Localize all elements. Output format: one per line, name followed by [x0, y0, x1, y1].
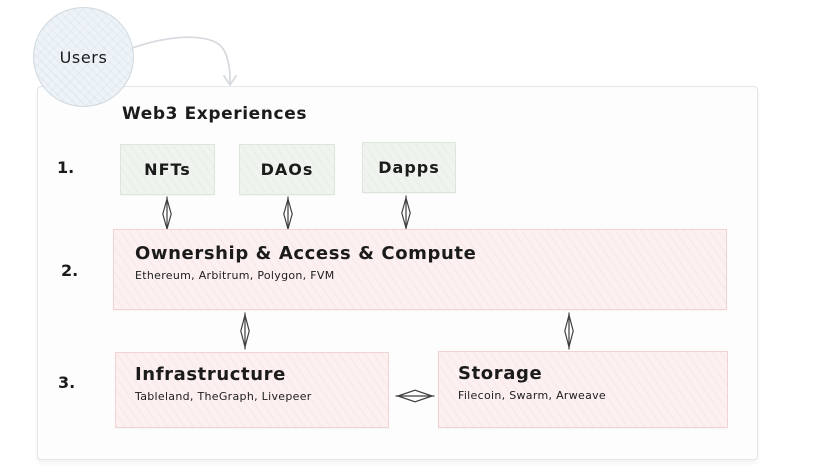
double-arrow-horizontal-icon — [395, 389, 435, 403]
panel-title: Web3 Experiences — [122, 104, 308, 124]
box-storage-title: Storage — [458, 363, 543, 384]
double-arrow-vertical-icon — [283, 196, 293, 232]
box-ownership-subtitle: Ethereum, Arbitrum, Polygon, FVM — [135, 269, 335, 282]
box-nfts-label: NFTs — [144, 160, 191, 179]
box-ownership-title: Ownership & Access & Compute — [135, 243, 477, 264]
box-dapps: Dapps — [362, 142, 456, 193]
box-daos-label: DAOs — [260, 160, 314, 179]
double-arrow-vertical-icon — [401, 195, 411, 231]
row-number-1: 1. — [57, 158, 75, 177]
box-infrastructure-subtitle: Tableland, TheGraph, Livepeer — [135, 390, 312, 403]
double-arrow-vertical-icon — [564, 312, 574, 350]
box-ownership-access-compute: Ownership & Access & Compute Ethereum, A… — [113, 229, 727, 310]
box-nfts: NFTs — [120, 144, 215, 195]
users-node: Users — [33, 7, 134, 107]
row-number-2: 2. — [61, 261, 79, 280]
box-infrastructure: Infrastructure Tableland, TheGraph, Live… — [115, 352, 389, 428]
box-storage: Storage Filecoin, Swarm, Arweave — [438, 351, 728, 428]
box-infrastructure-title: Infrastructure — [135, 364, 286, 385]
double-arrow-vertical-icon — [162, 196, 172, 232]
row-number-3: 3. — [58, 373, 76, 392]
double-arrow-vertical-icon — [240, 312, 250, 350]
users-connector-arrow — [131, 36, 237, 86]
box-dapps-label: Dapps — [378, 158, 440, 177]
users-label: Users — [59, 47, 108, 67]
box-daos: DAOs — [239, 144, 335, 195]
box-storage-subtitle: Filecoin, Swarm, Arweave — [458, 389, 606, 402]
